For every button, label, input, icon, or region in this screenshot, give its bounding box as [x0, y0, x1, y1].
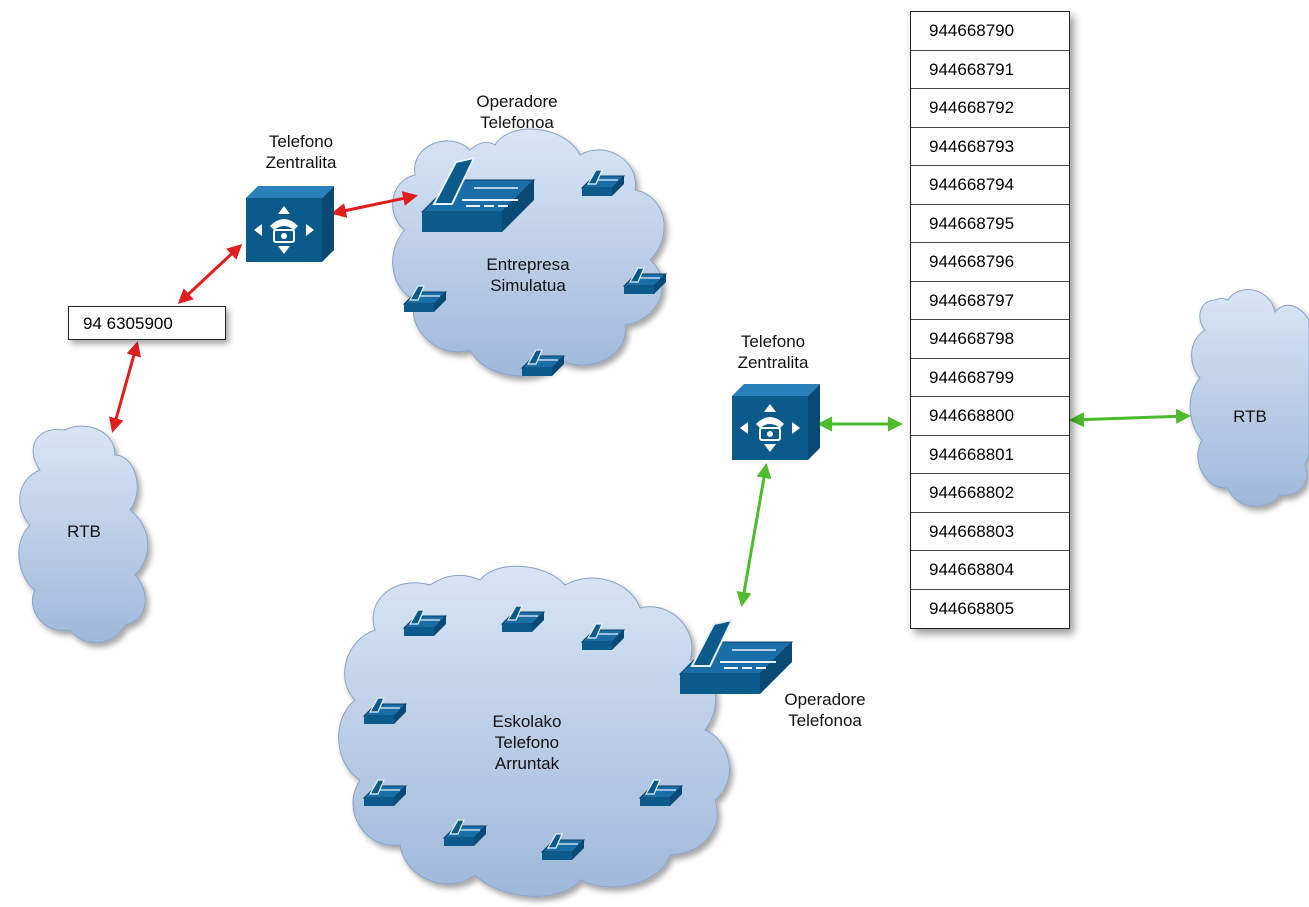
- link-pbx-school-operator: [736, 463, 772, 607]
- pbx-right-label: Telefono Zentralita: [718, 331, 828, 373]
- pbx-right-label-line1: Telefono: [740, 332, 806, 351]
- operator-phone-icon-school: [679, 619, 793, 695]
- number-row: 944668802: [911, 474, 1069, 513]
- number-row: 944668798: [911, 320, 1069, 359]
- number-row: 944668796: [911, 243, 1069, 282]
- number-row: 944668794: [911, 166, 1069, 205]
- school-cloud-label: Eskolako Telefono Arruntak: [482, 711, 572, 774]
- number-row: 944668797: [911, 282, 1069, 320]
- rtb-cloud-right: [1189, 289, 1309, 507]
- link-pbx-operator: [331, 191, 418, 218]
- number-row: 944668791: [911, 51, 1069, 89]
- rtb-right-label: RTB: [1233, 407, 1267, 426]
- number-row: 944668793: [911, 128, 1069, 166]
- number-row: 944668795: [911, 205, 1069, 243]
- pbx-switch-icon-right: [731, 383, 821, 461]
- operator-company-label-line1: Operadore: [476, 92, 558, 111]
- school-cloud-label-line3: Arruntak: [494, 754, 560, 773]
- number-row: 944668790: [911, 12, 1069, 51]
- school-cloud: [338, 565, 730, 897]
- pbx-left-label: Telefono Zentralita: [246, 131, 356, 173]
- rtb-cloud-left: [18, 425, 149, 644]
- operator-school-label-line1: Operadore: [784, 690, 866, 709]
- number-row: 944668800: [911, 397, 1069, 436]
- link-numbox-pbx: [177, 243, 243, 305]
- link-numbox-rtb: [109, 341, 141, 433]
- rtb-left-label: RTB: [67, 522, 101, 541]
- pbx-left-label-line2: Zentralita: [265, 153, 337, 172]
- operator-company-label: Operadore Telefonoa: [462, 91, 572, 133]
- number-row: 944668803: [911, 513, 1069, 551]
- number-row: 944668792: [911, 89, 1069, 128]
- pbx-right-label-line2: Zentralita: [737, 353, 809, 372]
- number-row: 944668805: [929, 598, 1015, 618]
- company-cloud: [392, 128, 665, 377]
- operator-school-label-line2: Telefonoa: [788, 711, 862, 730]
- school-cloud-label-line2: Telefono: [494, 733, 560, 752]
- number-range-list: 944668790 944668791 944668792 944668793 …: [910, 11, 1070, 629]
- company-number-box: 94 6305900: [68, 306, 226, 340]
- pbx-left-label-line1: Telefono: [268, 132, 334, 151]
- number-row: 944668799: [911, 359, 1069, 397]
- operator-company-label-line2: Telefonoa: [480, 113, 554, 132]
- link-numlist-rtb: [1069, 408, 1191, 428]
- number-row: 944668804: [911, 551, 1069, 590]
- operator-school-label: Operadore Telefonoa: [770, 689, 880, 731]
- company-cloud-label: Entrepresa Simulatua: [478, 254, 578, 296]
- company-cloud-label-line1: Entrepresa: [486, 255, 570, 274]
- pbx-switch-icon-left: [245, 185, 335, 263]
- number-row: 944668801: [911, 436, 1069, 474]
- company-cloud-label-line2: Simulatua: [490, 276, 566, 295]
- school-cloud-label-line1: Eskolako: [492, 712, 562, 731]
